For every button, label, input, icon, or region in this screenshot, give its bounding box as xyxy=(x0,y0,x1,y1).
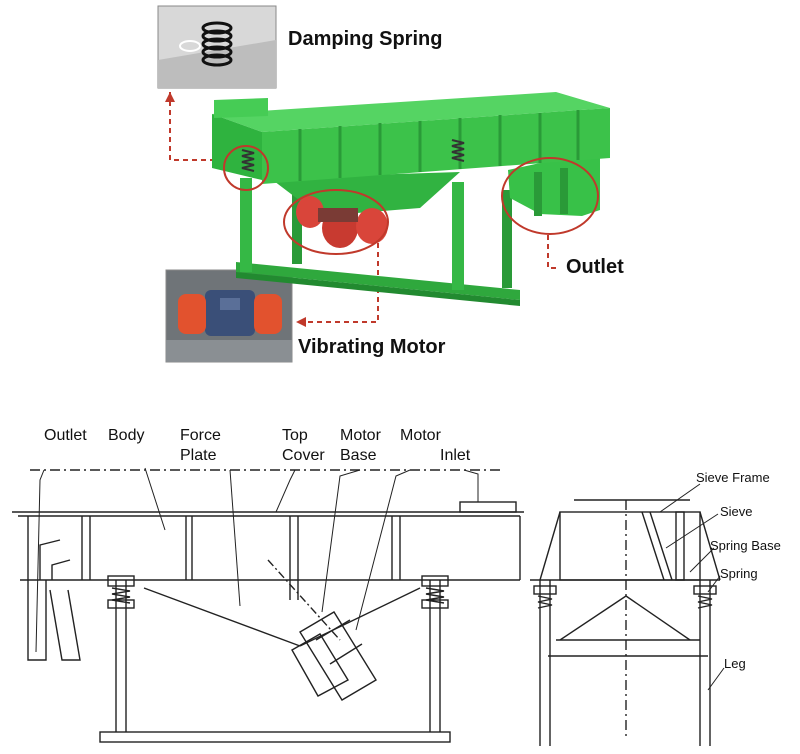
label-motor-base-line2: Base xyxy=(340,447,377,464)
label-spring-base: Spring Base xyxy=(710,538,781,553)
label-force-plate-line2: Plate xyxy=(180,447,217,464)
damping-spring-inset-photo xyxy=(157,5,277,89)
label-sieve-frame: Sieve Frame xyxy=(696,470,770,485)
label-damping-spring: Damping Spring xyxy=(288,28,443,50)
label-sieve: Sieve xyxy=(720,504,753,519)
label-leg: Leg xyxy=(724,656,746,671)
label-top-cover-line2: Cover xyxy=(282,447,325,464)
label-outlet-photo: Outlet xyxy=(566,256,624,278)
label-motor-base-line1: Motor xyxy=(340,427,381,444)
label-vibrating-motor: Vibrating Motor xyxy=(298,336,446,358)
label-force-plate-line1: Force xyxy=(180,427,221,444)
label-spring: Spring xyxy=(720,566,758,581)
label-motor: Motor xyxy=(400,427,441,444)
callout-arrowheads xyxy=(165,92,306,327)
label-body: Body xyxy=(108,427,145,444)
label-outlet-drawing: Outlet xyxy=(44,427,87,444)
label-inlet: Inlet xyxy=(440,447,471,464)
vibrating-motor-inset-photo xyxy=(165,269,293,363)
label-top-cover-line1: Top xyxy=(282,427,308,444)
callout-lines xyxy=(169,92,560,323)
callout-circles xyxy=(223,145,599,255)
vibrating-motors xyxy=(296,196,388,248)
